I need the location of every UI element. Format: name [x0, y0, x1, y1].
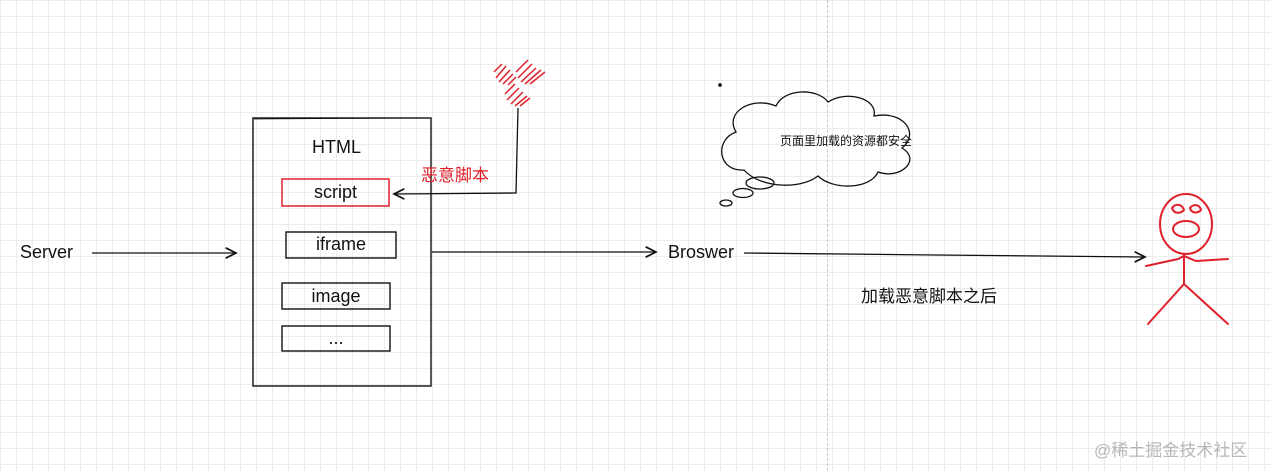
malicious-script-label: 恶意脚本 [421, 166, 489, 185]
html-container-box [252, 117, 432, 387]
ellipsis-box [281, 325, 391, 352]
thought-cloud-icon [718, 83, 911, 207]
hacker-scribble-icon [493, 59, 546, 107]
dashed-divider [827, 0, 828, 471]
image-label: image [311, 286, 361, 306]
stick-figure-icon [1145, 193, 1229, 325]
iframe-label: iframe [315, 234, 366, 254]
server-label: Server [20, 242, 74, 262]
iframe-box [285, 231, 397, 259]
script-label: script [313, 182, 357, 202]
ellipsis-label: ... [328, 328, 344, 348]
browser-to-user-arrow [743, 253, 1145, 257]
watermark: @稀土掘金技术社区 [1094, 441, 1248, 460]
browser-label: Broswer [668, 242, 735, 262]
html-title: HTML [312, 137, 361, 157]
script-box [281, 178, 390, 207]
after-loading-label: 加载恶意脚本之后 [861, 287, 997, 306]
hacker-to-script-arrow [394, 107, 519, 194]
image-box [281, 282, 391, 310]
cloud-thought-text: 页面里加载的资源都安全 [780, 134, 913, 148]
